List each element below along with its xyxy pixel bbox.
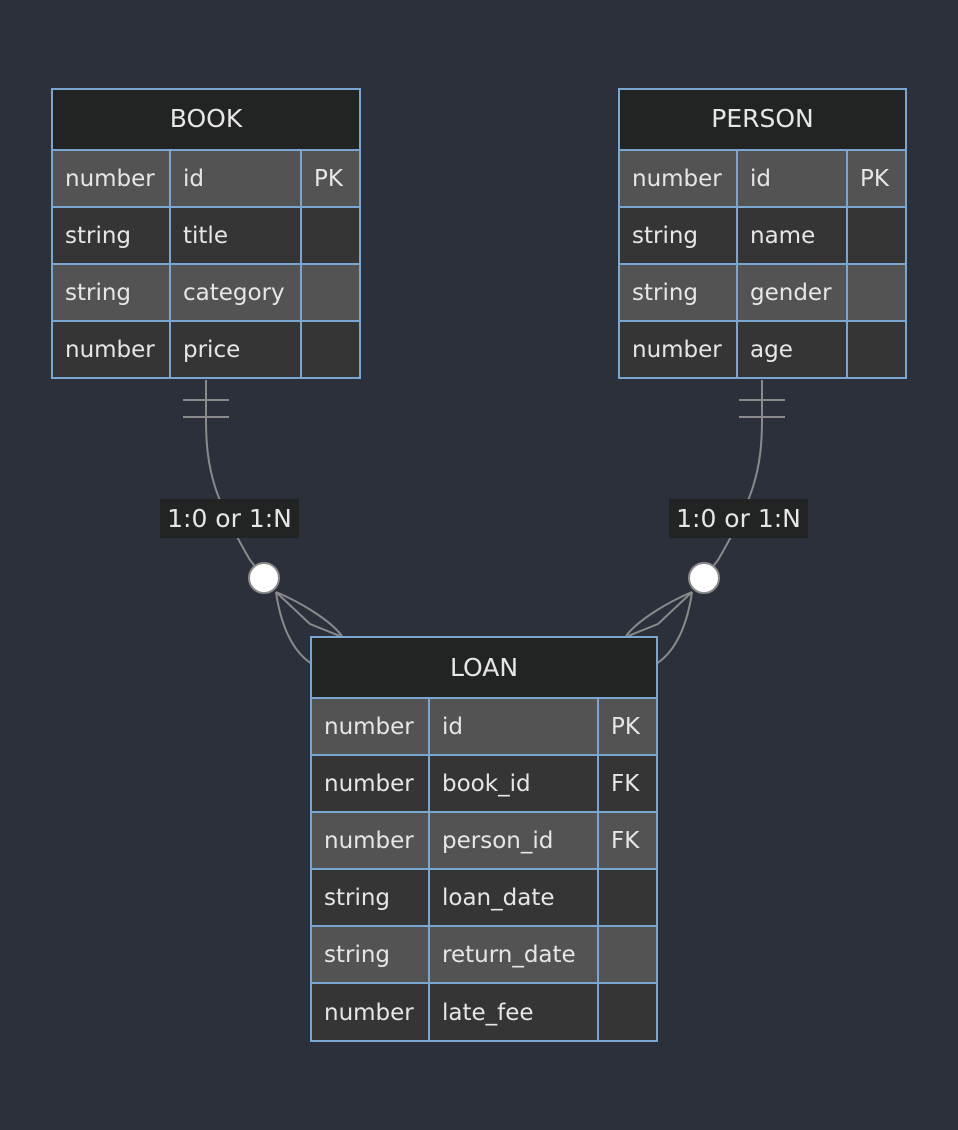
attribute-key: FK xyxy=(611,828,640,854)
attribute-name: person_id xyxy=(442,828,553,854)
attribute-type: string xyxy=(632,223,698,249)
attribute-name: title xyxy=(183,223,228,249)
attribute-row xyxy=(52,321,360,378)
attribute-type: number xyxy=(324,714,414,740)
attribute-name: return_date xyxy=(442,942,576,968)
relationship-label-bg xyxy=(669,499,808,538)
attribute-type: number xyxy=(65,166,155,192)
crow-foot-line xyxy=(655,591,693,665)
attribute-name: id xyxy=(442,714,463,740)
relationship-label: 1:0 or 1:N xyxy=(167,504,292,533)
attribute-name: age xyxy=(750,337,793,363)
entity-title: LOAN xyxy=(450,653,518,682)
attribute-row xyxy=(619,321,906,378)
attribute-name: category xyxy=(183,280,285,306)
attribute-type: string xyxy=(65,223,131,249)
attribute-type: number xyxy=(65,337,155,363)
attribute-key: PK xyxy=(611,714,641,740)
attribute-type: number xyxy=(324,828,414,854)
attribute-type: number xyxy=(324,771,414,797)
entity-header xyxy=(619,89,906,150)
attribute-row xyxy=(52,150,360,207)
attribute-row xyxy=(619,264,906,321)
entity-header xyxy=(311,637,657,698)
crow-foot-line xyxy=(275,591,343,637)
attribute-row xyxy=(311,983,657,1041)
attribute-row xyxy=(311,869,657,926)
zero-marker-circle xyxy=(248,562,280,594)
attribute-name: price xyxy=(183,337,240,363)
relationship-line xyxy=(205,380,265,579)
crow-foot-line xyxy=(275,591,313,665)
entity-border xyxy=(51,88,361,379)
relationship-label-bg xyxy=(160,499,299,538)
entity-border xyxy=(618,88,907,379)
attribute-key: FK xyxy=(611,771,640,797)
attribute-name: book_id xyxy=(442,771,531,797)
attribute-row xyxy=(311,812,657,869)
relationship-label: 1:0 or 1:N xyxy=(676,504,801,533)
attribute-row xyxy=(619,207,906,264)
attribute-type: number xyxy=(324,1000,414,1026)
attribute-type: number xyxy=(632,166,722,192)
entity-book: BOOK number id PK string title string ca… xyxy=(51,88,361,379)
attribute-name: id xyxy=(750,166,771,192)
relationship-line xyxy=(703,380,763,579)
attribute-row xyxy=(52,207,360,264)
attribute-key: PK xyxy=(314,166,344,192)
attribute-type: string xyxy=(324,942,390,968)
relationship-book-loan: 1:0 or 1:N xyxy=(160,380,343,665)
attribute-key: PK xyxy=(860,166,890,192)
attribute-name: id xyxy=(183,166,204,192)
attribute-name: loan_date xyxy=(442,885,555,911)
attribute-row xyxy=(311,926,657,983)
attribute-name: late_fee xyxy=(442,1000,534,1026)
attribute-type: string xyxy=(65,280,131,306)
crow-foot-line xyxy=(627,591,693,637)
attribute-row xyxy=(311,755,657,812)
attribute-type: string xyxy=(632,280,698,306)
entity-loan: LOAN number id PK number book_id FK numb… xyxy=(310,636,658,1042)
entity-person: PERSON number id PK string name string g… xyxy=(618,88,907,379)
crow-foot-line xyxy=(625,591,693,637)
attribute-row xyxy=(619,150,906,207)
zero-marker-circle xyxy=(688,562,720,594)
attribute-type: string xyxy=(324,885,390,911)
entity-header xyxy=(52,89,360,150)
attribute-name: gender xyxy=(750,280,832,306)
relationship-person-loan: 1:0 or 1:N xyxy=(625,380,808,665)
entity-border xyxy=(310,636,658,1042)
crow-foot-line xyxy=(275,591,341,637)
entity-title: PERSON xyxy=(711,104,814,133)
attribute-row xyxy=(52,264,360,321)
attribute-type: number xyxy=(632,337,722,363)
attribute-row xyxy=(311,698,657,755)
attribute-name: name xyxy=(750,223,815,249)
entity-title: BOOK xyxy=(170,104,243,133)
